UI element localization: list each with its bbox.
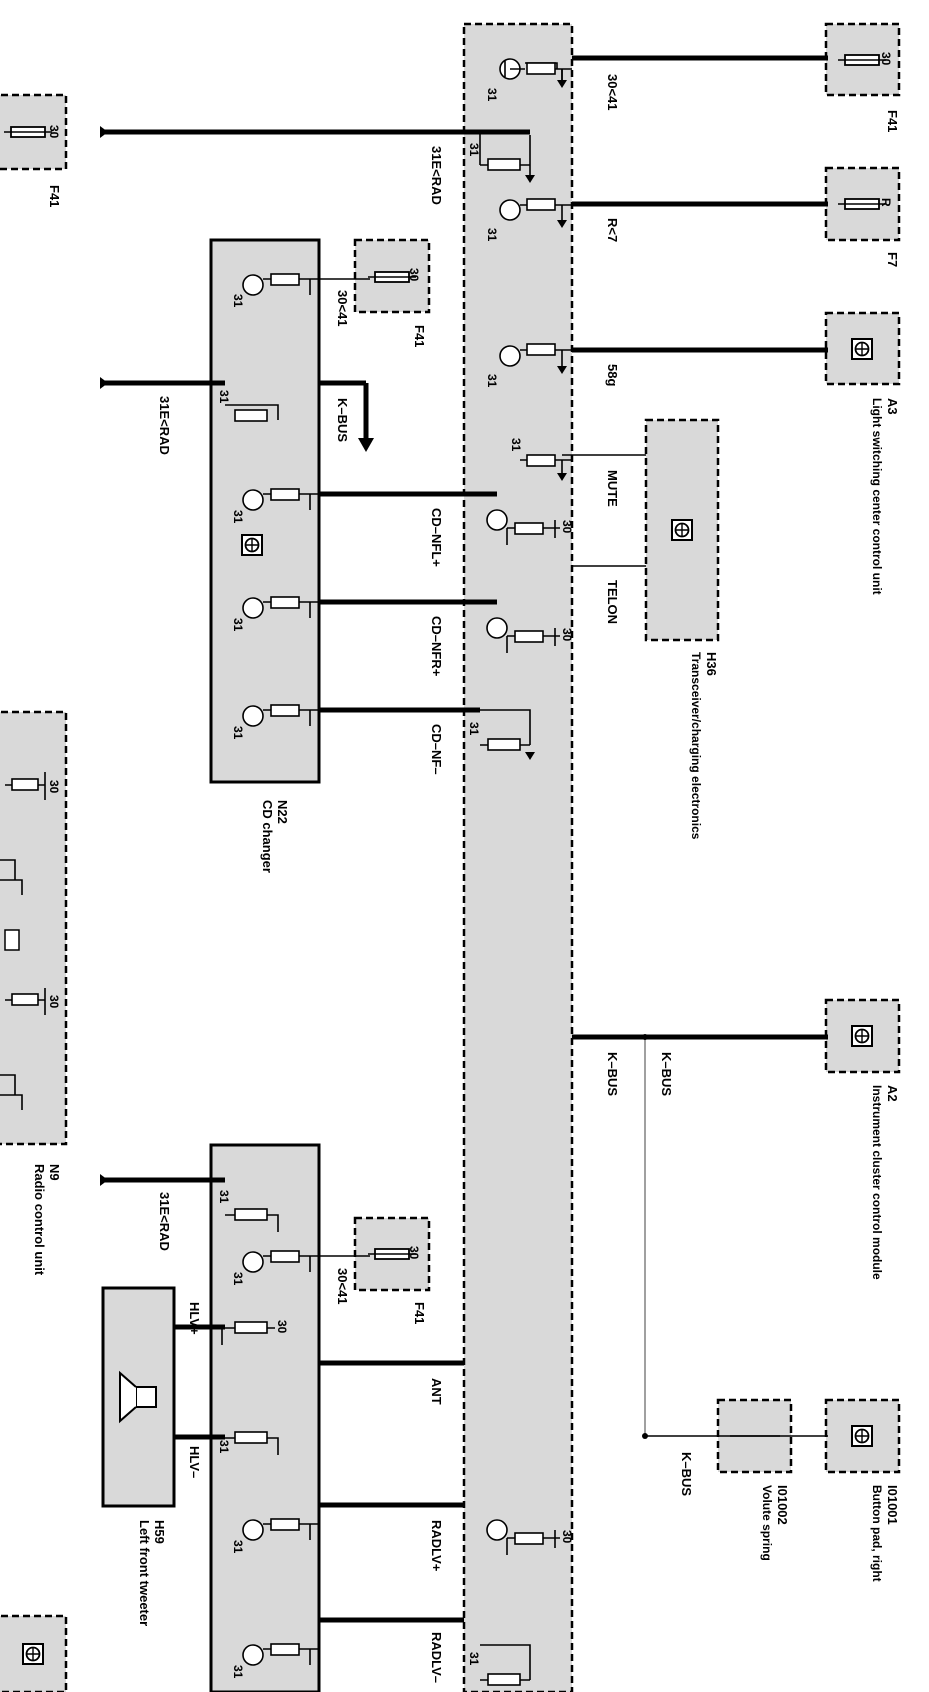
- amplifier-circuits: 31 31 30 31 31 31: [217, 1190, 319, 1679]
- cd-changer-circuits: 31 31 31 31 31: [217, 273, 319, 740]
- cd-changer-box: [209, 238, 321, 784]
- control-unit-icon: [22, 1643, 44, 1665]
- svg-text:31: 31: [485, 88, 499, 102]
- svg-text:31: 31: [231, 726, 245, 740]
- amplifier-box: [209, 1143, 321, 1692]
- wire-label: 30<41: [335, 290, 350, 327]
- label-n22-name: CD changer: [260, 800, 275, 873]
- wire-label: TELON: [605, 580, 620, 624]
- wire-label: CD–NF–: [429, 724, 444, 775]
- label-h59-name: Left front tweeter: [137, 1520, 152, 1626]
- wire-label: 30<41: [335, 1268, 350, 1305]
- control-unit-icon: [851, 1025, 873, 1047]
- svg-text:31: 31: [231, 510, 245, 524]
- label-h36-code: H36: [704, 652, 719, 676]
- fuse-icon: [837, 198, 887, 210]
- svg-text:30: 30: [275, 1320, 289, 1334]
- svg-text:30: 30: [47, 780, 61, 794]
- terminal-label: 30: [407, 268, 421, 282]
- wire-label: 58g: [605, 364, 620, 386]
- wire-label: 31E<RAD: [157, 1192, 172, 1251]
- control-unit-icon: [851, 1425, 873, 1447]
- svg-text:31: 31: [231, 1540, 245, 1554]
- svg-text:31: 31: [467, 722, 481, 736]
- wire-label: HLV+: [187, 1302, 202, 1335]
- wire-labels: 30<41 R<7 58g MUTE TELON K–BUS K–BUS K–B…: [157, 74, 694, 1683]
- label-i01002-name: Volute spring: [760, 1485, 774, 1561]
- wire-label: K–BUS: [335, 398, 350, 442]
- svg-text:30: 30: [560, 628, 574, 642]
- wire-label: 31E<RAD: [157, 396, 172, 455]
- wire-label: RADLV–: [429, 1632, 444, 1683]
- svg-text:30: 30: [47, 995, 61, 1009]
- label-a2-name: Instrument cluster control module: [870, 1085, 884, 1280]
- wire-label: K–BUS: [679, 1452, 694, 1496]
- svg-text:31: 31: [509, 438, 523, 452]
- wire-label: K–BUS: [659, 1052, 674, 1096]
- wire-label: CD–NFR+: [429, 616, 444, 677]
- wires: [100, 55, 828, 1623]
- wire-label: K–BUS: [605, 1052, 620, 1096]
- terminal-label: R: [879, 198, 893, 207]
- label-n9-name: Radio control unit: [32, 1164, 47, 1276]
- wire-label: 30<41: [605, 74, 620, 111]
- label-i01001-code: I01001: [885, 1485, 900, 1525]
- wire-label: ANT: [429, 1378, 444, 1405]
- terminal-label: 30: [47, 125, 61, 139]
- label-f41-top-right: F41: [885, 110, 900, 132]
- svg-text:30: 30: [560, 1530, 574, 1544]
- terminal-label: 30: [879, 52, 893, 66]
- terminal-label: 30: [407, 1246, 421, 1260]
- radio-main-box: [462, 22, 574, 1692]
- svg-text:31: 31: [217, 1190, 231, 1204]
- wire-label: HLV–: [187, 1446, 202, 1478]
- svg-text:31: 31: [467, 143, 481, 157]
- label-h36-name: Transceiver/charging electronics: [689, 652, 703, 840]
- svg-text:31: 31: [231, 618, 245, 632]
- svg-text:30: 30: [560, 520, 574, 534]
- svg-text:31: 31: [467, 1652, 481, 1666]
- n9-partial-circuits: 30 30: [0, 772, 61, 1110]
- label-f41-n22: F41: [412, 325, 427, 347]
- svg-text:31: 31: [217, 1440, 231, 1454]
- fuse-icon: [837, 54, 887, 66]
- wire-label: MUTE: [605, 470, 620, 507]
- svg-text:31: 31: [231, 1665, 245, 1679]
- wire-label: 31E<RAD: [429, 146, 444, 205]
- svg-text:31: 31: [231, 294, 245, 308]
- label-i01001-name: Button pad, right: [870, 1485, 884, 1582]
- radio-control-unit-partial: [0, 710, 68, 1146]
- label-h59-code: H59: [152, 1520, 167, 1544]
- main-box-circuits: 31 31 31 31 31 30 30: [467, 58, 574, 1686]
- label-a3-code: A3: [885, 398, 900, 415]
- label-f41-left: F41: [47, 185, 62, 207]
- label-f7: F7: [885, 252, 900, 267]
- svg-text:31: 31: [485, 228, 499, 242]
- wire-label: CD–NFL+: [429, 508, 444, 567]
- label-a3-name: Light switching center control unit: [870, 398, 884, 595]
- label-n22-code: N22: [275, 800, 290, 824]
- label-f41-lower: F41: [412, 1302, 427, 1324]
- label-i01002-code: I01002: [775, 1485, 790, 1525]
- wire-label: RADLV+: [429, 1520, 444, 1572]
- control-unit-icon: [851, 338, 873, 360]
- wire-label: R<7: [605, 218, 620, 242]
- label-n9-code: N9: [47, 1164, 62, 1181]
- svg-text:31: 31: [231, 1272, 245, 1286]
- svg-text:31: 31: [217, 390, 231, 404]
- control-unit-icon: [671, 519, 693, 541]
- svg-text:31: 31: [485, 374, 499, 388]
- fuse-icon: [3, 126, 53, 138]
- label-a2-code: A2: [885, 1085, 900, 1102]
